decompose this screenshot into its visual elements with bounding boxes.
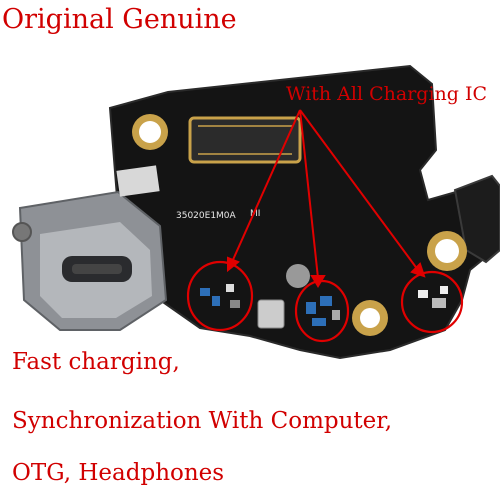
board-marking: 35020E1M0A (176, 211, 237, 221)
microphone-module (257, 299, 285, 329)
feature-line: Synchronization With Computer, (12, 408, 393, 434)
board-to-board-connector (188, 116, 302, 164)
arrow-to-right-ic (299, 109, 419, 271)
charging-ic-center (306, 296, 340, 326)
qr-code-label (116, 165, 160, 197)
center-screw-pad (286, 264, 310, 288)
charging-ic-left (200, 284, 240, 308)
charging-ic-right (418, 286, 448, 308)
annotation-circle-right (400, 270, 464, 334)
arrow-to-left-ic (231, 109, 301, 263)
arrow-to-center-ic (299, 109, 319, 279)
feature-line: Fast charging, (12, 349, 180, 375)
annotation-circle-left (186, 260, 254, 332)
board-logo: MI (250, 209, 260, 219)
annotation-arrows (227, 109, 426, 288)
feature-line: OTG, Headphones (12, 460, 225, 486)
callout-charging-ic: With All Charging IC (286, 83, 488, 105)
headline-original-genuine: Original Genuine (2, 4, 237, 35)
